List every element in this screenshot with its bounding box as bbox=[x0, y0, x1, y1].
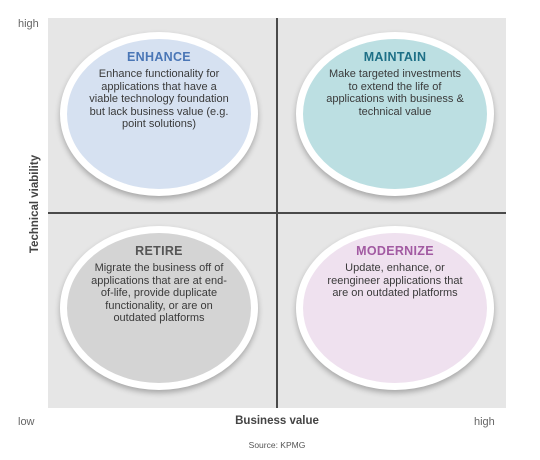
quadrant-maintain-circle: MAINTAIN Make targeted investments to ex… bbox=[303, 39, 487, 189]
quadrant-modernize-description: Update, enhance, or reengineer applicati… bbox=[327, 262, 463, 300]
x-axis-title: Business value bbox=[235, 415, 319, 427]
quadrant-retire-title: RETIRE bbox=[135, 244, 183, 258]
y-axis-title: Technical viability bbox=[29, 154, 41, 254]
horizontal-divider bbox=[48, 212, 506, 214]
quadrant-maintain-title: MAINTAIN bbox=[363, 50, 427, 64]
quadrant-retire-description: Migrate the business off of applications… bbox=[91, 262, 227, 325]
y-axis-high-label: high bbox=[18, 18, 39, 30]
x-axis-low-label: low bbox=[18, 416, 35, 428]
quadrant-retire-circle: RETIRE Migrate the business off of appli… bbox=[67, 233, 251, 383]
quadrant-modernize-title: MODERNIZE bbox=[356, 244, 434, 258]
quadrant-enhance-description: Enhance functionality for applications t… bbox=[89, 68, 229, 131]
quadrant-retire: RETIRE Migrate the business off of appli… bbox=[60, 226, 258, 390]
quadrant-matrix: ENHANCE Enhance functionality for applic… bbox=[48, 18, 506, 408]
quadrant-enhance-circle: ENHANCE Enhance functionality for applic… bbox=[67, 39, 251, 189]
x-axis-high-label: high bbox=[474, 416, 495, 428]
source-credit: Source: KPMG bbox=[248, 440, 306, 450]
quadrant-maintain-description: Make targeted investments to extend the … bbox=[326, 68, 464, 118]
quadrant-maintain: MAINTAIN Make targeted investments to ex… bbox=[296, 32, 494, 196]
quadrant-enhance-title: ENHANCE bbox=[127, 50, 191, 64]
quadrant-modernize: MODERNIZE Update, enhance, or reengineer… bbox=[296, 226, 494, 390]
quadrant-modernize-circle: MODERNIZE Update, enhance, or reengineer… bbox=[303, 233, 487, 383]
quadrant-enhance: ENHANCE Enhance functionality for applic… bbox=[60, 32, 258, 196]
